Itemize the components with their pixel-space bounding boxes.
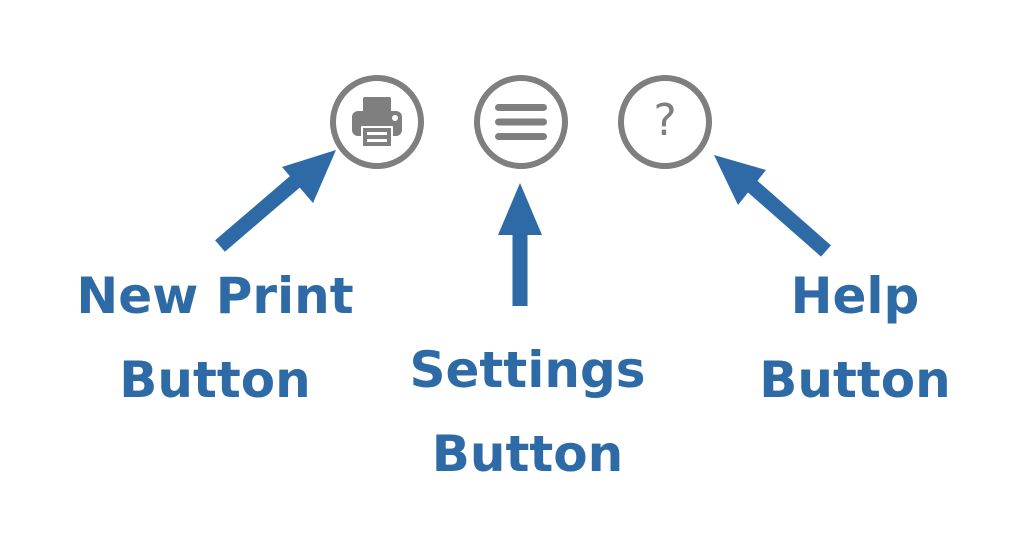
help-label-line2: Button [759,351,951,409]
settings-button[interactable] [474,75,568,169]
arrow-to-new-print [215,150,336,252]
help-button[interactable]: ? [618,75,712,169]
question-mark-icon: ? [653,95,677,146]
new-print-label-line1: New Print [76,267,354,325]
menu-icon [495,104,547,140]
help-label-line1: Help [790,267,920,325]
new-print-label: New Print Button [50,254,380,422]
settings-label-line2: Button [431,425,624,483]
settings-label-line1: Settings [409,341,646,399]
arrow-to-settings [498,183,542,306]
arrow-to-help [714,155,831,257]
printer-icon [352,97,402,148]
new-print-button[interactable] [330,75,424,169]
settings-label: Settings Button [385,328,670,496]
new-print-label-line2: Button [119,351,311,409]
help-label: Help Button [740,254,970,422]
